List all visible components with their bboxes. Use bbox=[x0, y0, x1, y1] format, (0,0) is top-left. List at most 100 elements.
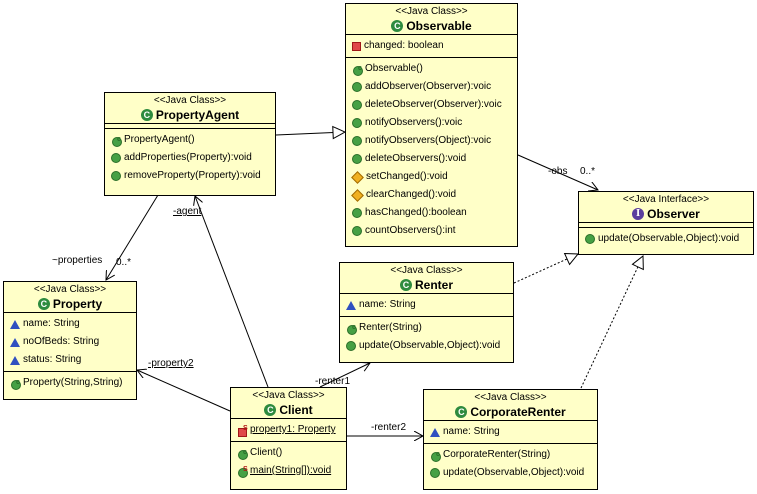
operation-row[interactable]: addObserver(Observer):voic bbox=[346, 78, 517, 96]
class-name: PropertyAgent bbox=[155, 108, 240, 122]
attributes-section: name: String bbox=[424, 421, 597, 444]
class-icon: C bbox=[455, 406, 468, 418]
package-field-icon bbox=[10, 319, 20, 329]
class-name: Client bbox=[279, 403, 313, 417]
class-icon: C bbox=[264, 404, 277, 416]
static-method-icon: S bbox=[237, 466, 248, 478]
package-field-icon bbox=[430, 427, 440, 437]
constructor-icon: c bbox=[430, 450, 441, 462]
public-method-icon bbox=[352, 208, 362, 218]
class-name: Renter bbox=[414, 278, 453, 292]
label-property2: -property2 bbox=[148, 358, 194, 369]
constructor-icon: c bbox=[10, 378, 21, 390]
association-client-renter bbox=[319, 363, 370, 388]
constructor-icon: c bbox=[346, 323, 357, 335]
operation-row[interactable]: addProperties(Property):void bbox=[105, 149, 275, 167]
constructor-icon: c bbox=[111, 135, 122, 147]
realization-corporaterenter-observer bbox=[580, 256, 643, 389]
attribute-row[interactable]: changed: boolean bbox=[346, 37, 517, 55]
attribute-row[interactable]: name: String bbox=[340, 296, 513, 314]
stereotype-label: <<Java Class>> bbox=[390, 265, 463, 276]
stereotype-label: <<Java Class>> bbox=[252, 390, 325, 401]
attributes-section bbox=[105, 124, 275, 129]
operation-row[interactable]: deleteObserver(Observer):voic bbox=[346, 96, 517, 114]
package-field-icon bbox=[10, 355, 20, 365]
public-method-icon bbox=[352, 226, 362, 236]
public-method-icon bbox=[352, 118, 362, 128]
association-client-propertyagent bbox=[195, 196, 269, 388]
constructor-icon: c bbox=[237, 448, 248, 460]
package-field-icon bbox=[346, 300, 356, 310]
operation-row[interactable]: removeProperty(Property):void bbox=[105, 167, 275, 185]
class-icon: C bbox=[399, 279, 412, 291]
public-method-icon bbox=[346, 341, 356, 351]
operation-row[interactable]: notifyObservers():voic bbox=[346, 114, 517, 132]
operation-row[interactable]: update(Observable,Object):void bbox=[424, 464, 597, 482]
label-obs: -obs bbox=[548, 166, 568, 177]
operation-row[interactable]: clearChanged():void bbox=[346, 186, 517, 204]
attribute-row[interactable]: name: String bbox=[4, 315, 136, 333]
operation-row[interactable]: setChanged():void bbox=[346, 168, 517, 186]
protected-method-icon bbox=[351, 188, 364, 202]
class-name: CorporateRenter bbox=[470, 405, 566, 419]
class-icon: C bbox=[140, 109, 153, 121]
protected-method-icon bbox=[351, 170, 364, 184]
label-properties: ~properties bbox=[52, 255, 103, 266]
class-name: Observer bbox=[647, 207, 700, 221]
attribute-row[interactable]: noOfBeds: String bbox=[4, 333, 136, 351]
stereotype-label: <<Java Class>> bbox=[474, 392, 547, 403]
generalization-propertyagent-observable bbox=[275, 132, 345, 135]
stereotype-label: <<Java Class>> bbox=[395, 6, 468, 17]
class-name: Property bbox=[52, 297, 103, 311]
class-icon: C bbox=[37, 298, 50, 310]
public-method-icon bbox=[352, 82, 362, 92]
attribute-row[interactable]: status: String bbox=[4, 351, 136, 369]
operation-row[interactable]: update(Observable,Object):void bbox=[340, 337, 513, 355]
public-method-icon bbox=[430, 468, 440, 478]
operation-row[interactable]: deleteObservers():void bbox=[346, 150, 517, 168]
public-method-icon bbox=[352, 154, 362, 164]
label-obs-multiplicity: 0..* bbox=[580, 166, 596, 177]
constructor-icon: c bbox=[352, 64, 363, 76]
attributes-section: name: String bbox=[340, 294, 513, 317]
operation-row[interactable]: hasChanged():boolean bbox=[346, 204, 517, 222]
stereotype-label: <<Java Class>> bbox=[33, 284, 107, 295]
class-icon: C bbox=[391, 20, 404, 32]
label-renter2: -renter2 bbox=[371, 422, 407, 433]
association-observable-observer bbox=[517, 154, 598, 190]
operation-row[interactable]: update(Observable,Object):void bbox=[579, 230, 753, 248]
attributes-section: name: String noOfBeds: String status: St… bbox=[4, 313, 136, 372]
operation-row[interactable]: notifyObservers(Object):voic bbox=[346, 132, 517, 150]
association-propertyagent-property bbox=[106, 194, 159, 280]
private-field-icon bbox=[352, 41, 361, 51]
operation-row[interactable]: countObservers():int bbox=[346, 222, 517, 240]
attribute-row[interactable]: name: String bbox=[424, 423, 597, 441]
realization-renter-observer bbox=[513, 254, 578, 284]
class-name: Observable bbox=[406, 19, 472, 33]
